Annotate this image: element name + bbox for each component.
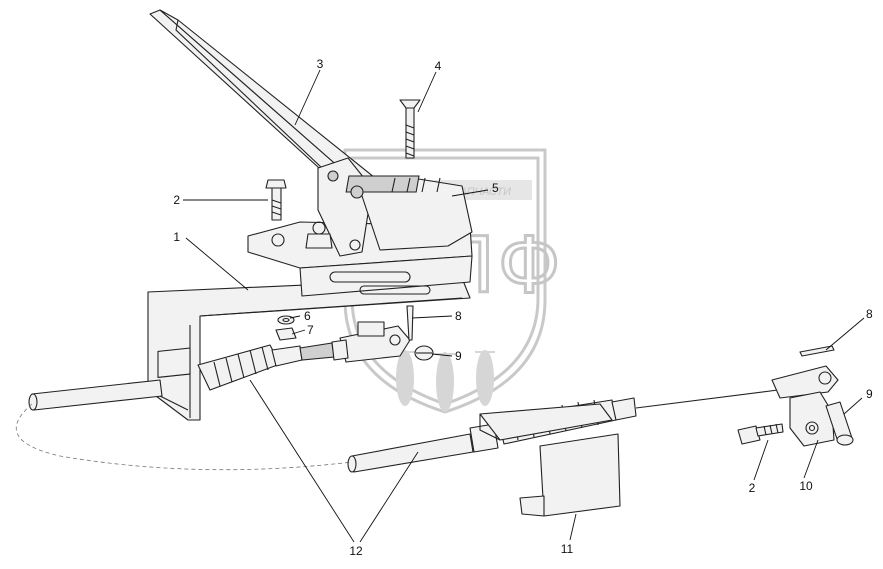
part-bolt-hex-lower (737, 423, 784, 445)
watermark-wheat-icon (395, 350, 495, 412)
callout-6: 6 (304, 309, 311, 323)
leader-lines (183, 69, 865, 543)
callout-3: 3 (317, 57, 324, 71)
callout-2-upper: 2 (173, 193, 180, 207)
part-pin-upper (414, 345, 434, 361)
part-washer (277, 315, 295, 325)
callout-2-lower: 2 (749, 481, 756, 495)
cable-routing-dashed (15, 403, 353, 471)
callout-5: 5 (492, 181, 499, 195)
callout-4: 4 (435, 59, 442, 73)
callout-7: 7 (307, 323, 314, 337)
callout-8-upper: 8 (455, 309, 462, 323)
part-fork-lower (771, 365, 839, 399)
callout-9-upper: 9 (455, 349, 462, 363)
part-cable-upper (28, 339, 349, 411)
watermark-letter-f: Ф (498, 219, 560, 310)
part-bolt-countersunk (399, 99, 421, 159)
callout-12: 12 (349, 544, 363, 558)
callout-11: 11 (561, 542, 574, 556)
part-cotter-pin-lower (799, 345, 835, 357)
part-bracket-lower (479, 403, 621, 517)
part-cotter-pin-upper (406, 305, 414, 341)
part-nut-housing (305, 221, 333, 249)
part-pedal-housing (247, 157, 473, 297)
part-nut (275, 327, 297, 341)
callout-8-lower: 8 (866, 307, 873, 321)
callout-9-lower: 9 (866, 387, 873, 401)
callout-10: 10 (799, 479, 813, 493)
part-fork-upper (339, 321, 411, 363)
callout-1: 1 (173, 230, 180, 244)
part-pin-lower (825, 401, 854, 446)
part-clamp-block (789, 391, 835, 447)
watermark-text: ЗАПЧАСТИ (453, 186, 511, 198)
part-bolt-hex-upper (265, 179, 287, 221)
